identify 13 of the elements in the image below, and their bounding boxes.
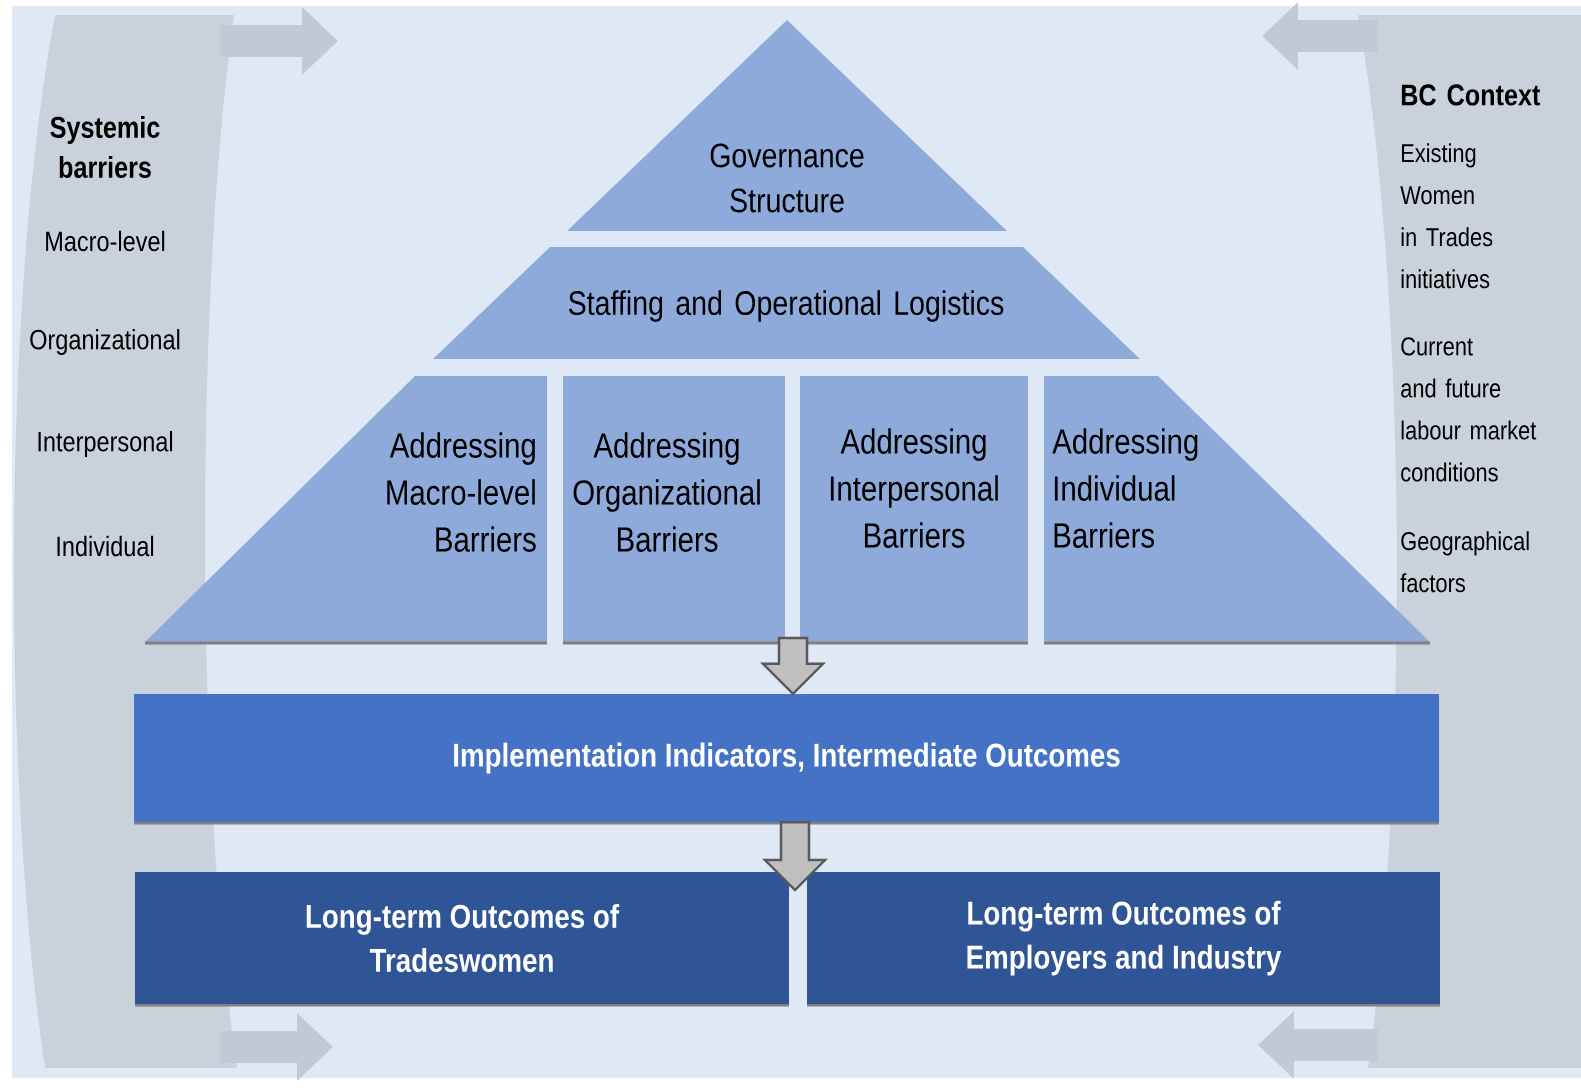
- pyramid-section: Governance Structure: [567, 20, 1007, 231]
- block-arrow: [220, 7, 338, 75]
- block-arrow: [220, 1013, 333, 1081]
- pyramid-section: Staffing and Operational Logistics: [433, 247, 1140, 359]
- outcome-bar: Long-term Outcomes of Tradeswomen: [135, 872, 789, 1007]
- block-arrow: [760, 636, 827, 696]
- outcome-bar: Long-term Outcomes of Employers and Industry: [807, 872, 1440, 1007]
- block-arrow: [1258, 1011, 1378, 1079]
- block-arrow: [762, 820, 829, 892]
- outcome-bar: Implementation Indicators, Intermediate Outcomes: [134, 694, 1439, 825]
- block-arrow: [1262, 2, 1378, 70]
- pyramid-section: Addressing Organizational Barriers: [563, 376, 785, 645]
- pyramid-section: Addressing Interpersonal Barriers: [800, 376, 1028, 645]
